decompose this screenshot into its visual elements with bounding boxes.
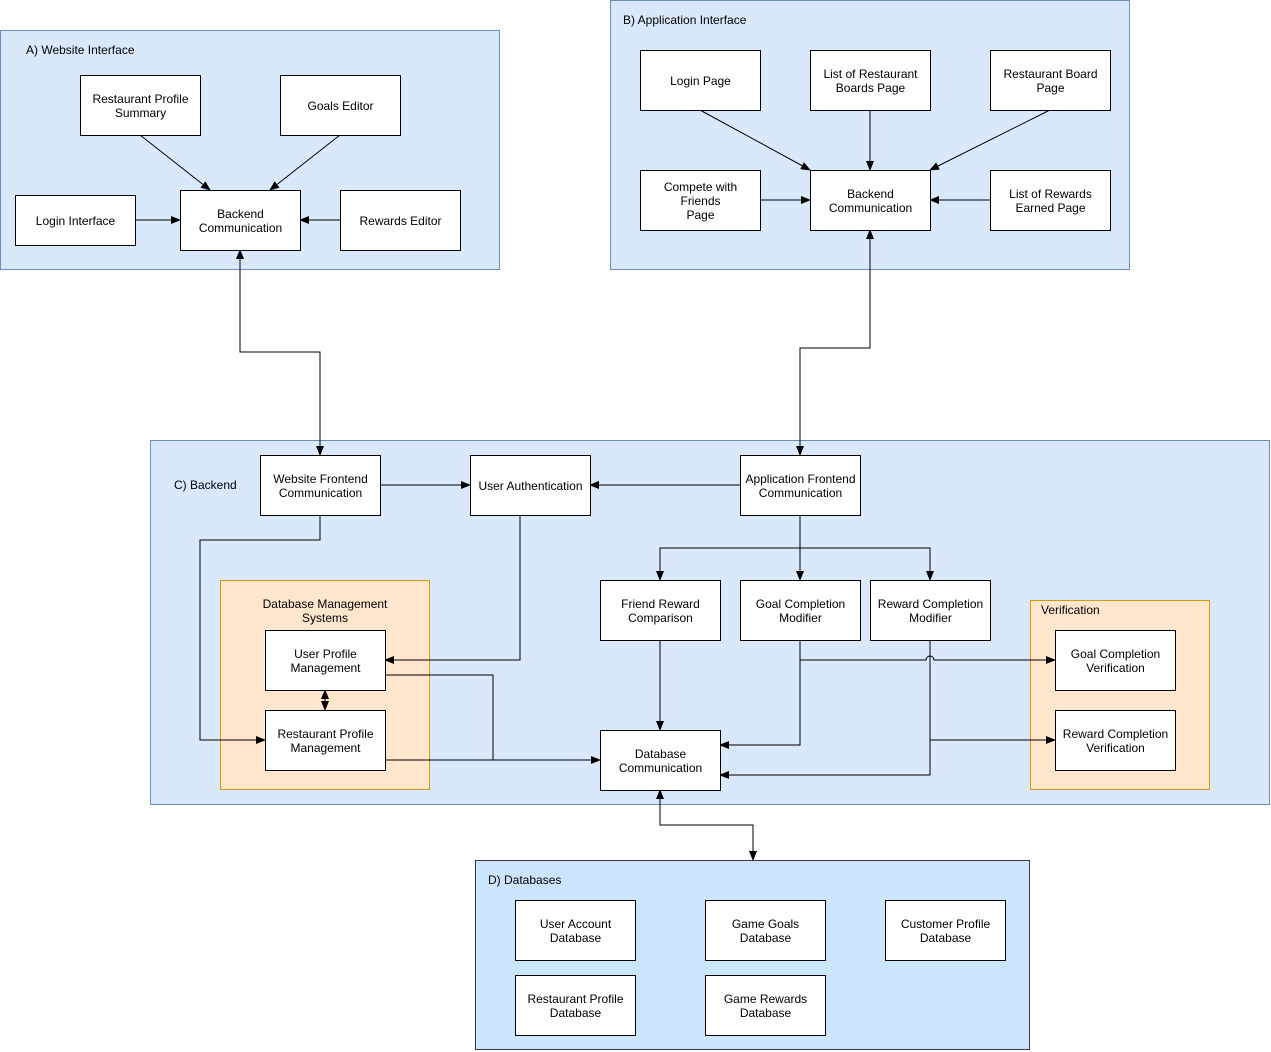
backend-label: C) Backend — [174, 478, 237, 492]
goal-completion-verification-box: Goal Completion Verification — [1055, 630, 1176, 691]
restaurant-profile-summary-box: Restaurant Profile Summary — [80, 75, 201, 136]
game-rewards-database-box: Game Rewards Database — [705, 975, 826, 1036]
goals-editor-box: Goals Editor — [280, 75, 401, 136]
list-of-rewards-earned-page-box: List of Rewards Earned Page — [990, 170, 1111, 231]
list-of-restaurant-boards-page-box: List of Restaurant Boards Page — [810, 50, 931, 111]
compete-with-friends-page-box: Compete with Friends Page — [640, 170, 761, 231]
application-frontend-communication-box: Application Frontend Communication — [740, 455, 861, 516]
rewards-editor-box: Rewards Editor — [340, 190, 461, 251]
arrow-website-backend-to-frontend-comm — [236, 249, 324, 456]
login-interface-box: Login Interface — [15, 195, 136, 246]
friend-reward-comparison-box: Friend Reward Comparison — [600, 580, 721, 641]
website-backend-communication-box: Backend Communication — [180, 190, 301, 251]
restaurant-board-page-box: Restaurant Board Page — [990, 50, 1111, 111]
user-authentication-box: User Authentication — [470, 455, 591, 516]
application-backend-communication-box: Backend Communication — [810, 170, 931, 231]
website-frontend-communication-box: Website Frontend Communication — [260, 455, 381, 516]
goal-completion-modifier-box: Goal Completion Modifier — [740, 580, 861, 641]
restaurant-profile-management-box: Restaurant Profile Management — [265, 710, 386, 771]
login-page-box: Login Page — [640, 50, 761, 111]
databases-label: D) Databases — [488, 873, 562, 887]
user-profile-management-box: User Profile Management — [265, 630, 386, 691]
reward-completion-modifier-box: Reward Completion Modifier — [870, 580, 991, 641]
user-account-database-box: User Account Database — [515, 900, 636, 961]
restaurant-profile-database-box: Restaurant Profile Database — [515, 975, 636, 1036]
dbms-label: Database Management Systems — [262, 597, 388, 625]
application-interface-label: B) Application Interface — [623, 13, 747, 27]
customer-profile-database-box: Customer Profile Database — [885, 900, 1006, 961]
verification-label: Verification — [1041, 603, 1100, 617]
database-communication-box: Database Communication — [600, 730, 721, 791]
website-interface-label: A) Website Interface — [26, 43, 135, 57]
reward-completion-verification-box: Reward Completion Verification — [1055, 710, 1176, 771]
game-goals-database-box: Game Goals Database — [705, 900, 826, 961]
